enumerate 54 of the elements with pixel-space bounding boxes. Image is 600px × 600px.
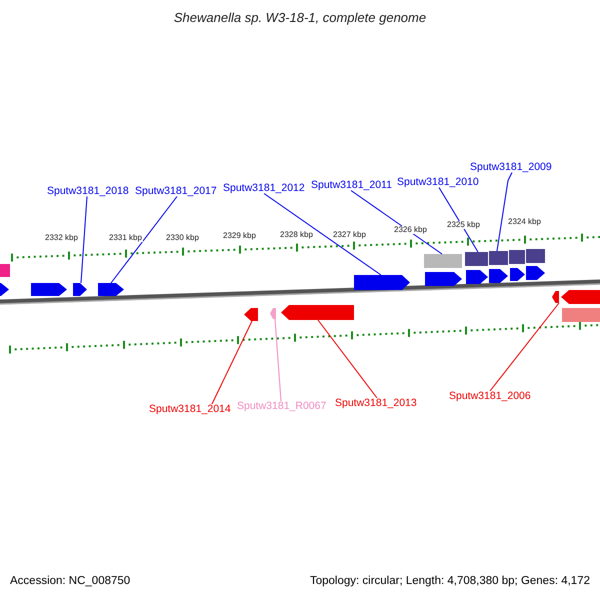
gene-label: Sputw3181_2009 — [470, 162, 552, 172]
leader-line — [438, 187, 478, 252]
scale-label: 2330 kbp — [165, 234, 200, 242]
scale-label: 2324 kbp — [507, 218, 542, 226]
gene-marker — [561, 290, 600, 304]
gene-block — [465, 252, 488, 266]
gene-label: Sputw3181_2018 — [47, 186, 129, 196]
gene-marker — [425, 272, 462, 286]
gene-label: Sputw3181_R0067 — [237, 401, 326, 412]
leader-line — [80, 196, 88, 284]
gene-label: Sputw3181_2014 — [149, 404, 231, 414]
gene-label: Sputw3181_2017 — [135, 186, 217, 196]
gene-marker — [354, 275, 410, 290]
gene-block — [562, 308, 600, 322]
gene-block — [0, 264, 10, 277]
gene-marker — [31, 283, 67, 296]
leader-line — [490, 302, 560, 392]
gene-marker — [281, 305, 354, 320]
gene-marker — [489, 269, 508, 283]
gene-label: Sputw3181_2010 — [397, 177, 479, 188]
gene-label: Sputw3181_2013 — [335, 398, 417, 408]
leader-line — [350, 190, 442, 254]
gene-block — [526, 249, 545, 263]
leader-line — [264, 193, 382, 276]
gene-block — [509, 250, 525, 264]
leader-line — [212, 320, 252, 404]
scale-label: 2328 kbp — [279, 231, 314, 239]
scale-label: 2332 kbp — [44, 234, 79, 242]
scale-label: 2329 kbp — [222, 232, 257, 240]
leader-line — [496, 172, 512, 252]
scale-label: 2326 kbp — [393, 226, 428, 234]
leader-line — [318, 320, 378, 398]
scale-label: 2331 kbp — [108, 234, 143, 242]
scale-label: 2327 kbp — [332, 231, 367, 239]
gene-marker — [466, 270, 488, 284]
gene-marker — [510, 268, 525, 281]
footer-note: Topology: circular; Length: 4,708,380 bp; Genes: 4,172 — [310, 576, 590, 588]
gene-marker — [244, 308, 258, 321]
title: Shewanella sp. W3-18-1, complete genome — [172, 10, 428, 25]
gene-marker — [526, 266, 545, 280]
leader-line — [110, 196, 178, 284]
footer-note: Accession: NC_008750 — [10, 576, 130, 588]
gene-marker — [98, 283, 124, 296]
leader-line — [274, 318, 282, 402]
gene-marker — [0, 283, 9, 296]
scale-label: 2325 kbp — [446, 221, 481, 229]
gene-block — [489, 251, 508, 265]
gene-block — [424, 254, 462, 268]
gene-label: Sputw3181_2011 — [311, 180, 392, 190]
gene-label: Sputw3181_2012 — [223, 183, 305, 194]
gene-label: Sputw3181_2006 — [449, 391, 531, 402]
gene-marker — [73, 283, 87, 296]
gene-marker — [270, 308, 276, 319]
gene-marker — [552, 291, 559, 303]
